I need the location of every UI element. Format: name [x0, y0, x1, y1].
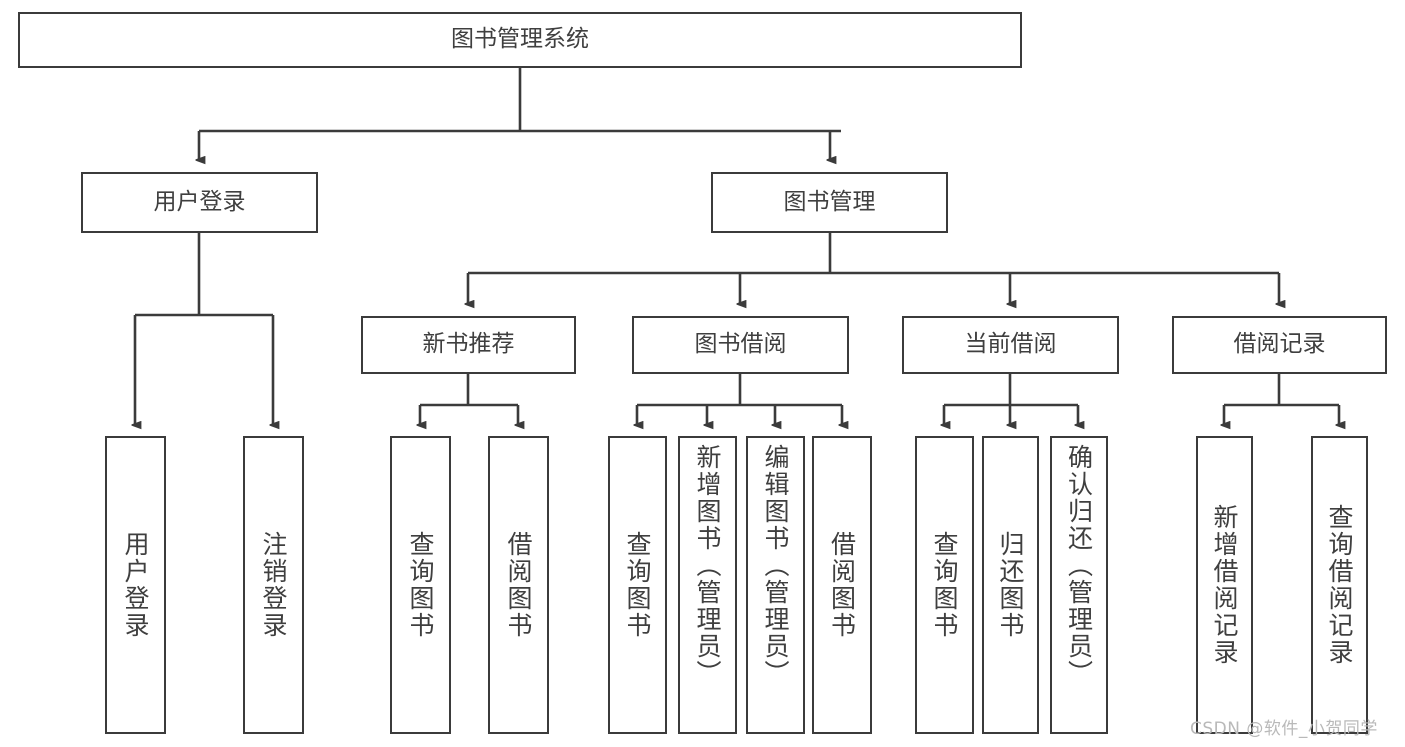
node-leaf-user-login-label: 用户登录: [121, 531, 150, 639]
node-root-label: 图书管理系统: [451, 26, 589, 53]
node-leaf-query-book-3[interactable]: 查询图书: [915, 436, 974, 734]
node-leaf-query-book-3-label: 查询图书: [930, 531, 959, 639]
node-leaf-confirm-return[interactable]: 确认归还（管理员）: [1050, 436, 1108, 734]
node-leaf-add-book-label: 新增图书（管理员）: [693, 444, 722, 687]
node-leaf-edit-book[interactable]: 编辑图书（管理员）: [746, 436, 805, 734]
csdn-watermark: CSDN @软件_小贺同学: [1190, 719, 1378, 739]
node-leaf-user-login[interactable]: 用户登录: [105, 436, 166, 734]
node-leaf-edit-book-label: 编辑图书（管理员）: [761, 444, 790, 687]
node-borrow-record-label: 借阅记录: [1233, 331, 1326, 358]
node-leaf-add-record-label: 新增借阅记录: [1210, 504, 1239, 666]
node-book-manage[interactable]: 图书管理: [711, 172, 948, 233]
node-leaf-borrow-book-2[interactable]: 借阅图书: [812, 436, 872, 734]
node-leaf-borrow-book-2-label: 借阅图书: [827, 531, 857, 639]
node-user-login-label: 用户登录: [153, 188, 246, 215]
node-leaf-add-record[interactable]: 新增借阅记录: [1196, 436, 1253, 734]
node-user-login[interactable]: 用户登录: [81, 172, 318, 233]
node-leaf-query-book-2[interactable]: 查询图书: [608, 436, 667, 734]
node-new-book-recommend[interactable]: 新书推荐: [361, 316, 576, 374]
node-leaf-add-book[interactable]: 新增图书（管理员）: [678, 436, 737, 734]
node-book-borrow-label: 图书借阅: [694, 331, 787, 358]
node-leaf-borrow-book-1[interactable]: 借阅图书: [488, 436, 549, 734]
node-leaf-logout-label: 注销登录: [259, 531, 288, 639]
node-leaf-query-record-label: 查询借阅记录: [1325, 504, 1354, 666]
node-leaf-return-book-label: 归还图书: [996, 531, 1025, 639]
node-current-borrow[interactable]: 当前借阅: [902, 316, 1119, 374]
node-book-borrow[interactable]: 图书借阅: [632, 316, 849, 374]
node-leaf-query-book-2-label: 查询图书: [623, 531, 652, 639]
node-borrow-record[interactable]: 借阅记录: [1172, 316, 1387, 374]
node-book-manage-label: 图书管理: [783, 188, 876, 215]
node-leaf-return-book[interactable]: 归还图书: [982, 436, 1039, 734]
node-leaf-borrow-book-1-label: 借阅图书: [504, 531, 533, 639]
node-root[interactable]: 图书管理系统: [18, 12, 1022, 68]
node-leaf-confirm-return-label: 确认归还（管理员）: [1064, 444, 1094, 687]
node-leaf-query-book-1[interactable]: 查询图书: [390, 436, 451, 734]
node-new-book-recommend-label: 新书推荐: [422, 331, 515, 358]
node-leaf-query-book-1-label: 查询图书: [406, 531, 435, 639]
node-leaf-query-record[interactable]: 查询借阅记录: [1311, 436, 1368, 734]
node-leaf-logout[interactable]: 注销登录: [243, 436, 304, 734]
node-current-borrow-label: 当前借阅: [964, 331, 1057, 358]
